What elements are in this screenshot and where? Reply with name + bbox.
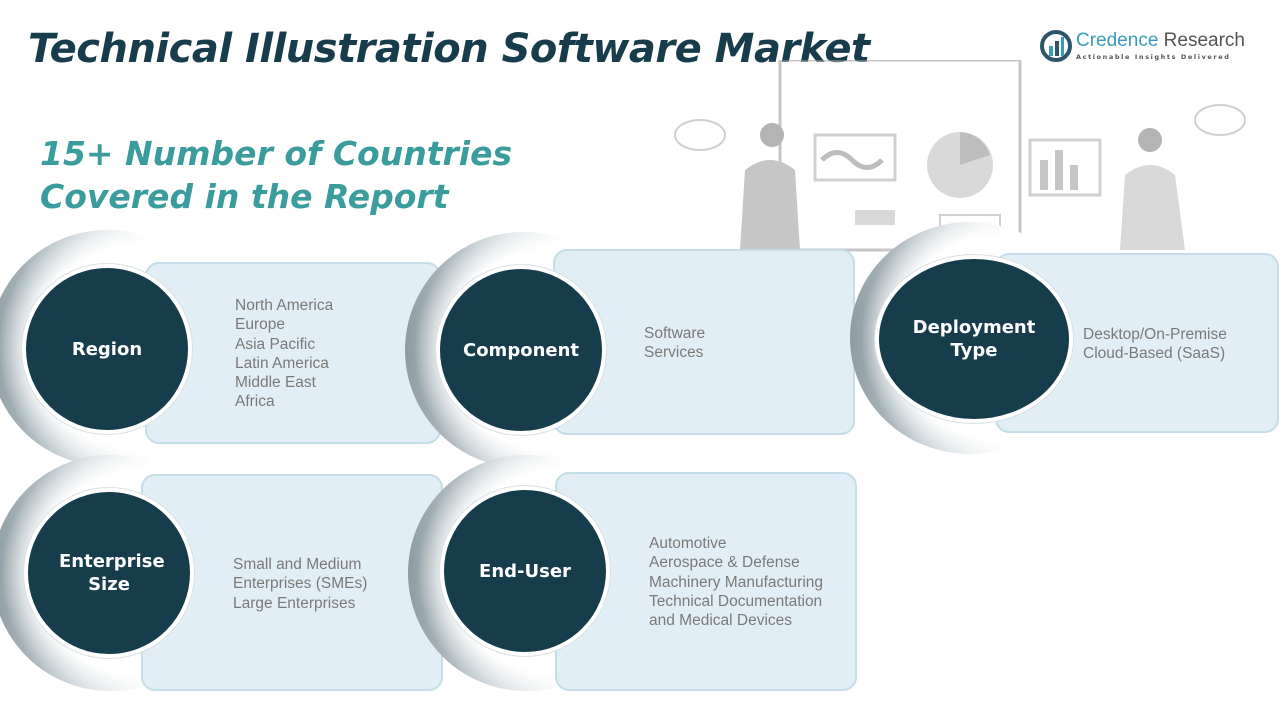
list-item: Large Enterprises (233, 594, 356, 612)
list-item: Enterprises (SMEs) (233, 575, 368, 593)
logo-tagline: Actionable Insights Delivered (1076, 53, 1231, 61)
page-title: Technical Illustration Software Market (28, 26, 870, 72)
region-panel (145, 262, 441, 444)
end-user-circle: End-User (440, 486, 610, 656)
component-items: Software Services (644, 324, 705, 363)
region-items: North America Europe Asia Pacific Latin … (235, 296, 333, 412)
segment-label: Enterprise Size (59, 551, 165, 595)
list-item: Africa (235, 393, 275, 411)
list-item: Services (644, 344, 704, 362)
logo-brand-2: Research (1158, 30, 1245, 51)
list-item: Small and Medium (233, 556, 362, 573)
list-item: Machinery Manufacturing (649, 573, 824, 591)
list-item: Middle East (235, 374, 316, 392)
segment-label: Deployment Type (912, 317, 1036, 361)
list-item: Asia Pacific (235, 335, 316, 353)
list-item: Europe (235, 316, 285, 334)
logo-brand-1: Credence (1076, 30, 1159, 51)
end-user-items: Automotive Aerospace & Defense Machinery… (649, 534, 823, 630)
deployment-items: Desktop/On-Premise Cloud-Based (SaaS) (1083, 325, 1227, 364)
list-item: Software (644, 325, 706, 342)
subtitle-line-2: Covered in the Report (40, 177, 449, 216)
deployment-circle: Deployment Type (875, 255, 1073, 423)
segment-label: End-User (479, 560, 571, 582)
list-item: Cloud-Based (SaaS) (1083, 345, 1226, 363)
list-item: North America (235, 297, 334, 314)
list-item: Technical Documentation (649, 592, 823, 610)
list-item: Latin America (235, 354, 329, 372)
list-item: Aerospace & Defense (649, 554, 800, 572)
credence-research-logo: Credence Research Actionable Insights De… (1040, 30, 1245, 62)
subtitle-line-1: 15+ Number of Countries (40, 134, 513, 173)
enterprise-items: Small and Medium Enterprises (SMEs) Larg… (233, 555, 367, 613)
component-circle: Component (436, 265, 606, 435)
segment-label: Region (71, 338, 143, 360)
logo-chart-icon (1040, 30, 1072, 62)
list-item: Desktop/On-Premise (1083, 326, 1227, 343)
presentation-illustration (674, 60, 1246, 252)
subtitle: 15+ Number of Countries Covered in the R… (40, 132, 512, 218)
segment-label: Component (462, 339, 580, 361)
list-item: and Medical Devices (649, 612, 793, 630)
region-circle: Region (22, 264, 192, 434)
enterprise-circle: Enterprise Size (24, 488, 194, 658)
list-item: Automotive (649, 535, 727, 552)
